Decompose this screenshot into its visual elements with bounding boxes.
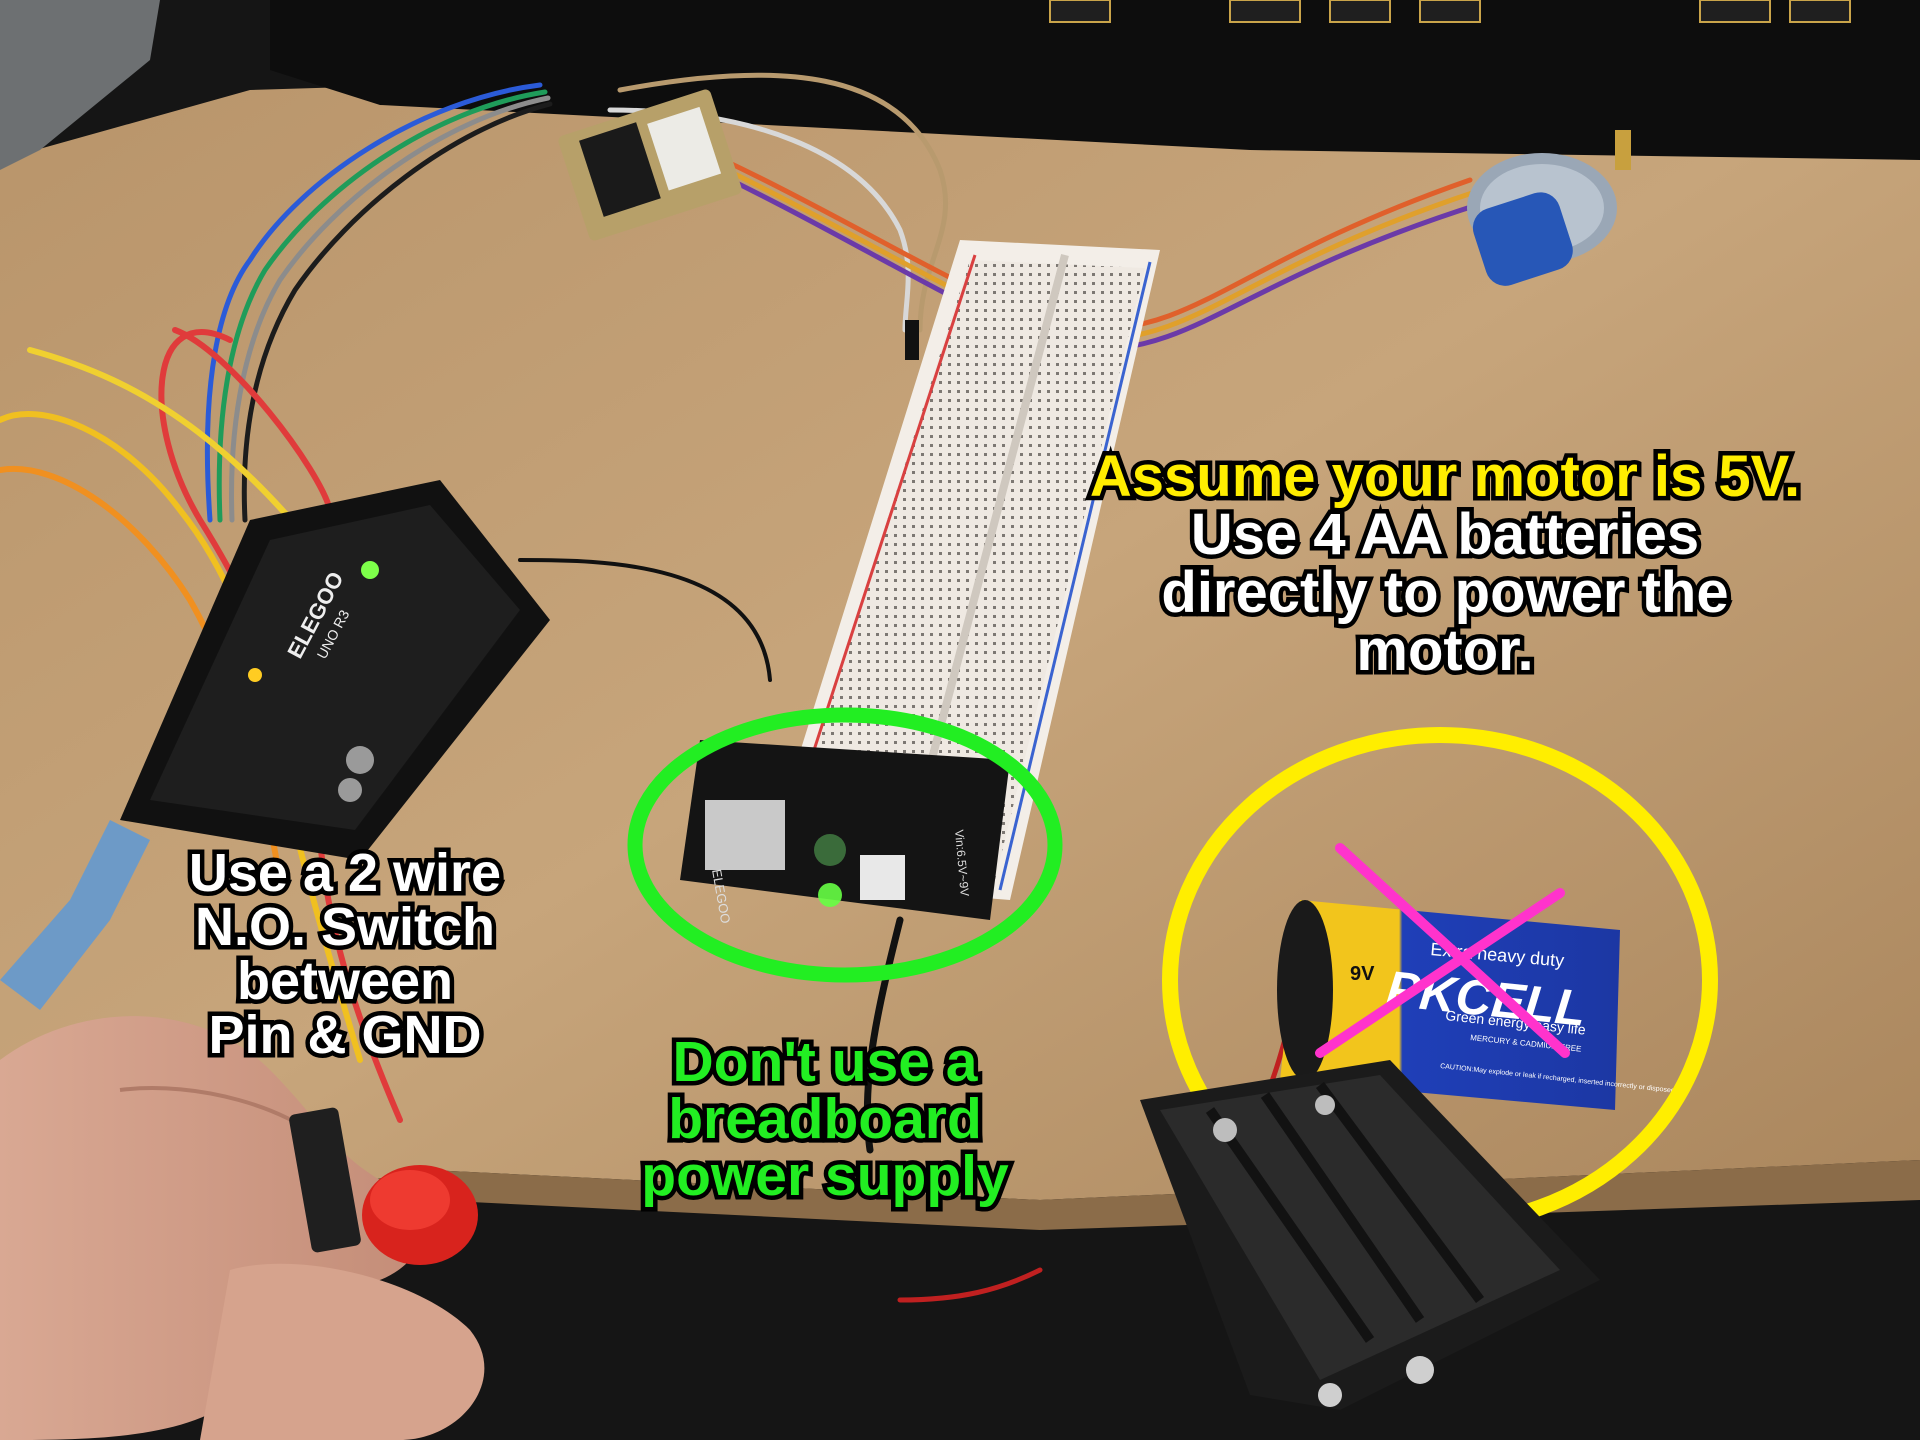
arduino-uno: ELEGOO UNO R3 bbox=[120, 480, 550, 860]
keyboard-keys bbox=[1049, 0, 1851, 23]
breadboard-power-supply: ELEGOO Vin:6.5V~9V bbox=[680, 740, 1010, 925]
battery-9v: 9V Extra heavy duty PKCELL Green energy … bbox=[1277, 900, 1683, 1110]
ok-supply-circle bbox=[627, 707, 1063, 983]
switch-advice-line-3: between bbox=[232, 950, 457, 1013]
thumb bbox=[200, 1263, 485, 1440]
switch-advice-line-2: N.O. Switch bbox=[190, 896, 499, 959]
usb-cable-icon bbox=[0, 820, 150, 1010]
battery-voltage: 9V bbox=[1350, 963, 1375, 985]
shelf bbox=[0, 0, 160, 170]
motor-advice-line-3: directly to power the bbox=[1157, 559, 1733, 626]
switch-advice-line-4: Pin & GND bbox=[204, 1004, 486, 1067]
motor-advice-line-1: Assume your motor is 5V. bbox=[1085, 443, 1804, 510]
motor-advice-caption: Assume your motor is 5V. Use 4 AA batter… bbox=[1065, 443, 1825, 684]
supply-warning-line-3: power supply bbox=[637, 1143, 1013, 1209]
push-button-icon bbox=[289, 1107, 478, 1265]
switch-advice-caption: Use a 2 wire N.O. Switch between Pin & G… bbox=[130, 842, 560, 1067]
stepper-driver-board bbox=[558, 89, 742, 241]
motor-advice-line-4: motor. bbox=[1352, 617, 1538, 684]
cross-out-icon bbox=[1315, 843, 1570, 1058]
motor-advice-line-2: Use 4 AA batteries bbox=[1186, 501, 1703, 568]
switch-advice-line-1: Use a 2 wire bbox=[184, 842, 505, 905]
supply-warning-caption: Don't use a breadboard power supply bbox=[610, 1029, 1040, 1209]
supply-warning-line-2: breadboard bbox=[664, 1086, 987, 1152]
battery-holder-icon bbox=[1140, 1060, 1600, 1410]
supply-warning-line-1: Don't use a bbox=[668, 1029, 982, 1095]
stepper-motor-icon bbox=[1467, 130, 1631, 286]
power-module-input-label: Vin:6.5V~9V bbox=[952, 829, 972, 897]
